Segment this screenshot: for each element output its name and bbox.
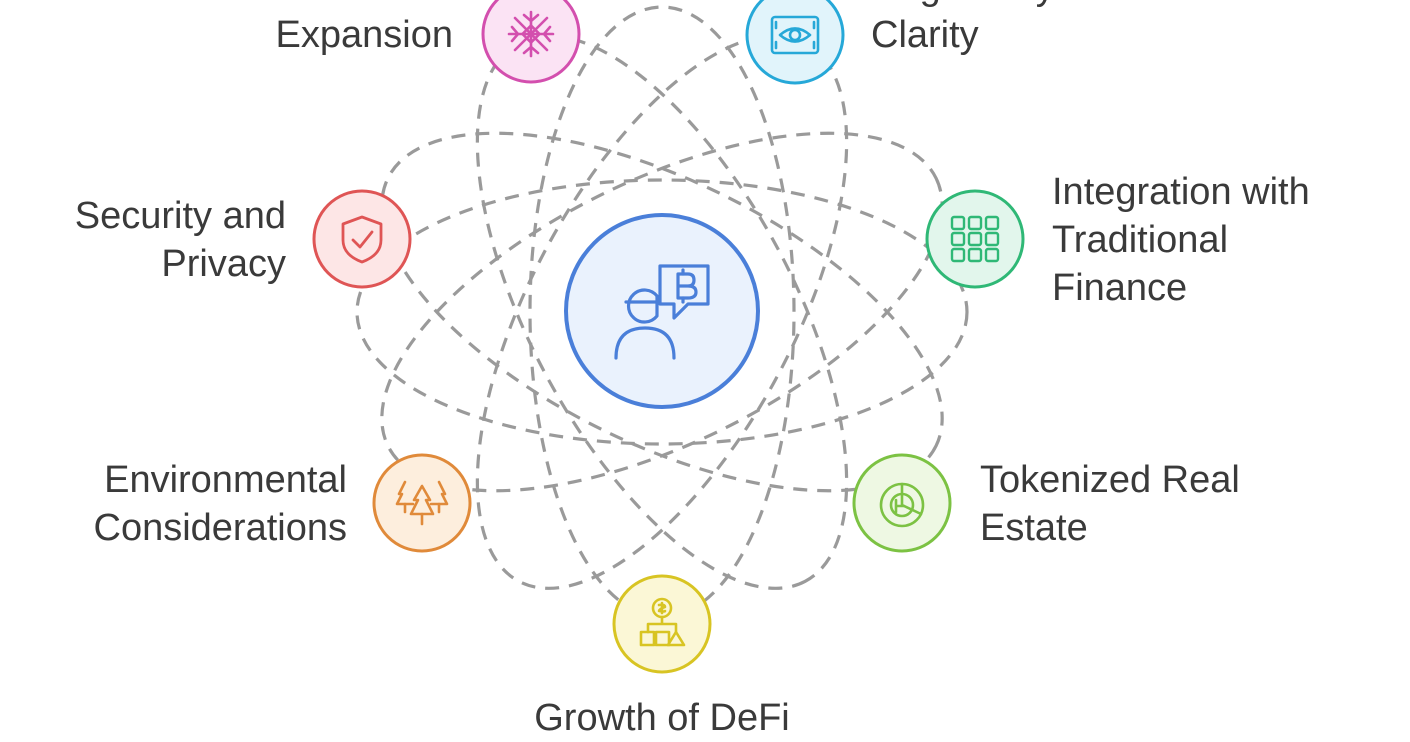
node-security-and-privacy (312, 189, 412, 289)
node-integration-traditional-finance (925, 189, 1025, 289)
orbit-ring (380, 131, 944, 493)
label-line: Security and (74, 195, 286, 237)
person-bitcoin-chat-icon (614, 264, 710, 360)
label-line: Growth of DeFi (534, 697, 790, 739)
label-integration-traditional-finance: Integration with Traditional Finance (1052, 168, 1310, 312)
node-global-market-expansion (481, 0, 581, 84)
trees-icon (395, 480, 449, 526)
eye-scan-icon (770, 15, 820, 55)
orbit-ring (355, 178, 969, 446)
label-global-market-expansion: Global Market Expansion (216, 0, 453, 59)
label-line: Environmental (104, 459, 347, 501)
orbit-ring (475, 34, 849, 590)
label-tokenized-real-estate: Tokenized Real Estate (980, 456, 1240, 552)
label-line: Clarity (871, 14, 979, 56)
label-line: Estate (980, 507, 1088, 549)
grid-blocks-icon (950, 215, 1000, 263)
label-environmental-considerations: Environmental Considerations (94, 456, 347, 552)
label-line: Tokenized Real (980, 459, 1240, 501)
shield-check-icon (341, 215, 383, 264)
node-regulatory-clarity (745, 0, 845, 85)
label-line: Finance (1052, 267, 1188, 309)
label-line: Privacy (161, 243, 286, 285)
node-growth-of-defi (612, 574, 712, 674)
diagram-canvas (312, 0, 1025, 674)
label-line: Expansion (275, 14, 453, 56)
label-regulatory-clarity: Regulatory Clarity (871, 0, 1055, 59)
label-line: Regulatory (871, 0, 1055, 11)
center-node (564, 213, 760, 409)
label-line: Traditional (1052, 219, 1229, 261)
label-growth-of-defi: Growth of DeFi (512, 694, 812, 742)
node-tokenized-real-estate (852, 453, 952, 553)
label-line: Integration with (1052, 171, 1310, 213)
label-line: Considerations (93, 507, 347, 549)
label-security-and-privacy: Security and Privacy (75, 192, 286, 288)
label-line: Global Market (216, 0, 453, 11)
coin-hierarchy-icon (639, 597, 686, 647)
pie-chart-icon (879, 482, 925, 528)
orbit-ring (380, 131, 944, 493)
snowflake-network-icon (507, 10, 555, 58)
node-environmental-considerations (372, 453, 472, 553)
